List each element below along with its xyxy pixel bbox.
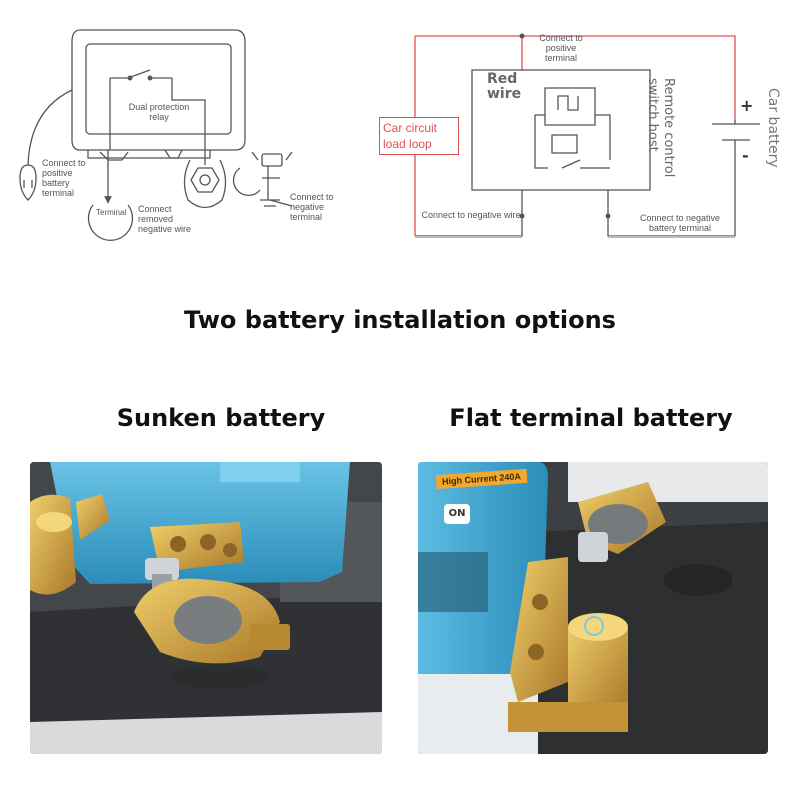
clamp xyxy=(232,167,261,196)
removed-wire-label: Connect removed negative wire xyxy=(138,204,192,234)
blue-relay-housing xyxy=(50,462,350,584)
positive-terminal-top-label: Connect to positive terminal xyxy=(539,33,583,63)
brass-terminal-cap xyxy=(568,622,628,712)
on-button[interactable]: ON xyxy=(444,504,470,524)
terminal-ring xyxy=(87,150,134,241)
relay-body xyxy=(71,29,246,151)
neg-wire-label: Connect to negative wire xyxy=(421,210,521,220)
relay-inner-box xyxy=(85,43,232,135)
sunken-battery-title: Sunken battery xyxy=(116,404,326,432)
circuit-diagram xyxy=(414,33,760,238)
load-loop-label: Car circuit load loop xyxy=(379,117,459,155)
hex-nut xyxy=(190,167,220,193)
relay-label: Dual protection relay xyxy=(128,102,190,122)
flat-terminal-photo xyxy=(418,462,768,754)
terminal-label: Terminal xyxy=(96,208,127,217)
neg-battery-label: Connect to negative battery terminal xyxy=(639,213,721,233)
remote-host-label: Remote control switch host xyxy=(645,78,676,178)
positive-terminal-label: Connect to positive battery terminal xyxy=(42,158,86,198)
main-title: Two battery installation options xyxy=(184,306,616,334)
flat-battery-title: Flat terminal battery xyxy=(449,404,733,432)
minus-sign: - xyxy=(742,146,749,165)
relay-wiring-diagram xyxy=(19,29,293,241)
car-battery-label: Car battery xyxy=(765,88,781,168)
red-wire-loop xyxy=(414,35,736,236)
red-wire-label: Red wire xyxy=(487,71,522,102)
plus-sign: + xyxy=(740,96,754,115)
sunken-battery-photo xyxy=(30,462,382,754)
brass-cap xyxy=(30,494,76,595)
negative-terminal-label: Connect to negative terminal xyxy=(290,192,334,222)
